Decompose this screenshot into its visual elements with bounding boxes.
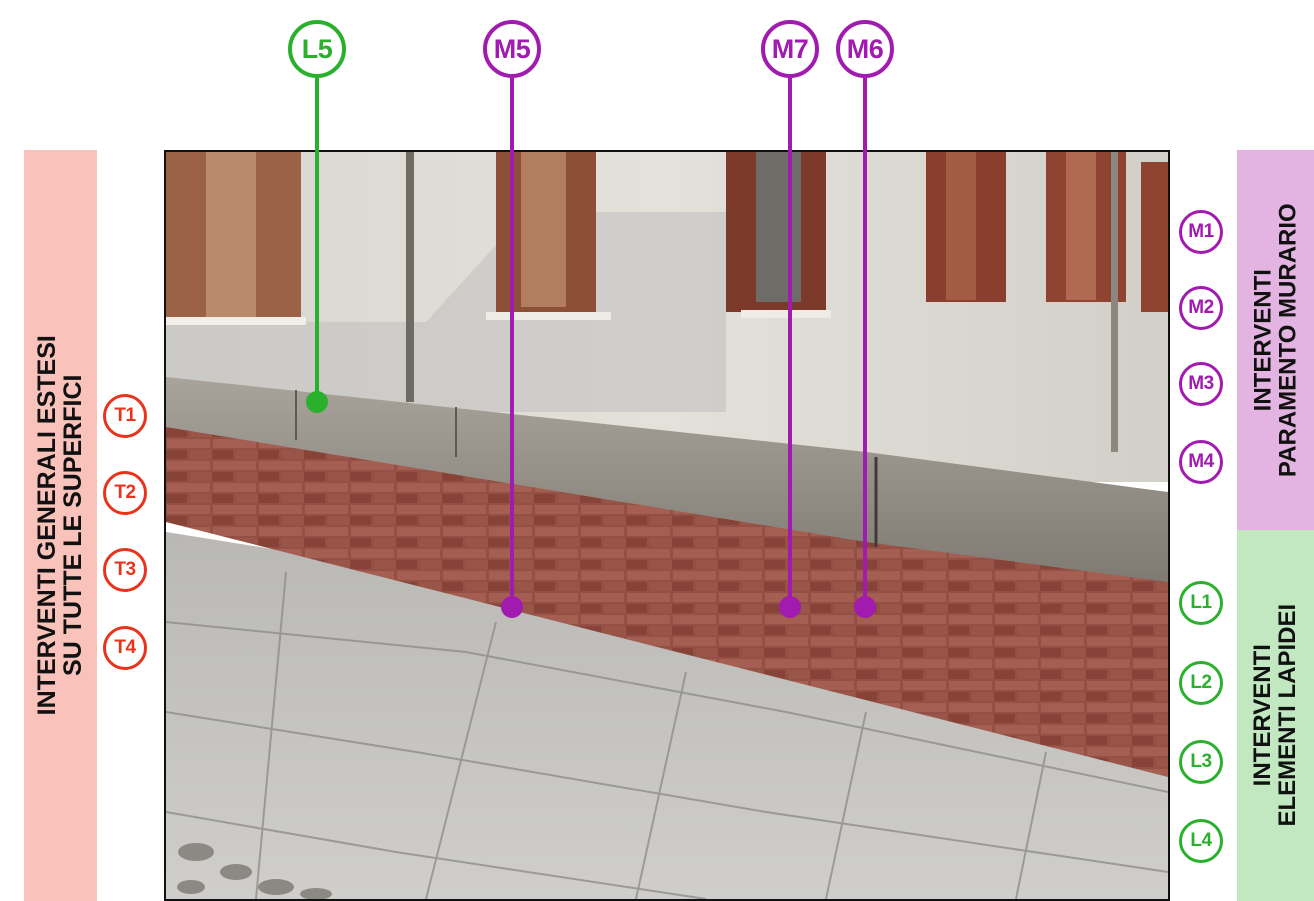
code-m4: M4 xyxy=(1179,440,1223,484)
code-l2: L2 xyxy=(1179,661,1223,705)
wall-photo xyxy=(164,150,1170,901)
masonry-interventions-title-line2: PARAMENTO MURARIO xyxy=(1274,203,1302,477)
masonry-interventions-title-line1: INTERVENTI xyxy=(1249,268,1277,412)
code-t1: T1 xyxy=(103,394,147,438)
code-t4: T4 xyxy=(103,626,147,670)
code-l3: L3 xyxy=(1179,740,1223,784)
callout-m5: M5 xyxy=(483,20,541,78)
stone-interventions-title: INTERVENTI ELEMENTI LAPIDEI xyxy=(1249,604,1302,827)
general-interventions-band: INTERVENTI GENERALI ESTESI SU TUTTE LE S… xyxy=(24,150,97,901)
code-t3: T3 xyxy=(103,548,147,592)
masonry-interventions-title: INTERVENTI PARAMENTO MURARIO xyxy=(1249,203,1302,477)
code-m2: M2 xyxy=(1179,286,1223,330)
code-t2: T2 xyxy=(103,471,147,515)
masonry-interventions-band: INTERVENTI PARAMENTO MURARIO xyxy=(1237,150,1314,530)
callout-m6: M6 xyxy=(836,20,894,78)
code-l1: L1 xyxy=(1179,581,1223,625)
general-interventions-title-line1: INTERVENTI GENERALI ESTESI xyxy=(33,335,62,716)
general-interventions-title: INTERVENTI GENERALI ESTESI SU TUTTE LE S… xyxy=(33,335,88,716)
callout-m7: M7 xyxy=(761,20,819,78)
stone-interventions-band: INTERVENTI ELEMENTI LAPIDEI xyxy=(1237,530,1314,901)
general-interventions-title-line2: SU TUTTE LE SUPERFICI xyxy=(59,374,88,677)
code-m3: M3 xyxy=(1179,362,1223,406)
code-m1: M1 xyxy=(1179,210,1223,254)
callout-l5: L5 xyxy=(288,20,346,78)
stone-interventions-title-line2: ELEMENTI LAPIDEI xyxy=(1274,604,1302,827)
stone-interventions-title-line1: INTERVENTI xyxy=(1249,644,1277,787)
wall-photo-illustration xyxy=(166,152,1168,899)
code-l4: L4 xyxy=(1179,819,1223,863)
